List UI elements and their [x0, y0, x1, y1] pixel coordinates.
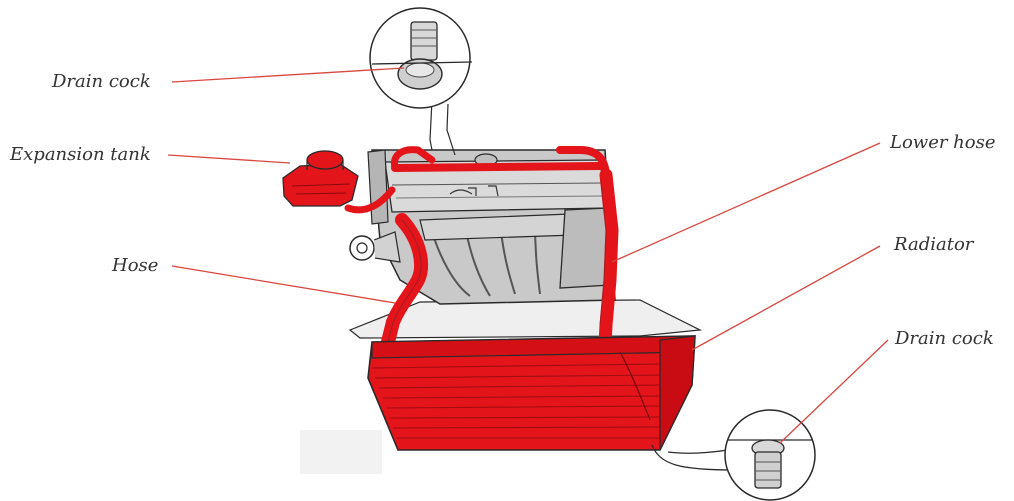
- leader-line-lower-hose: [612, 143, 880, 262]
- label-hose: Hose: [112, 257, 158, 275]
- leader-line-expansion-tank: [168, 155, 290, 163]
- label-expansion-tank: Expansion tank: [10, 146, 151, 164]
- drain-cock-magnifier-bottom: [652, 410, 815, 500]
- leader-line-hose: [172, 266, 395, 303]
- radiator-core: [368, 336, 695, 450]
- label-drain-cock-bottom: Drain cock: [895, 330, 994, 348]
- leader-line-drain-cock-top: [172, 68, 404, 82]
- scan-smudge: [300, 430, 382, 474]
- leader-line-drain-cock-bottom: [780, 340, 888, 443]
- drain-cock-magnifier-top: [370, 8, 472, 155]
- label-lower-hose: Lower hose: [890, 134, 996, 152]
- leader-line-radiator: [692, 246, 880, 350]
- expansion-tank: [283, 151, 358, 206]
- label-drain-cock-top: Drain cock: [52, 73, 151, 91]
- label-radiator: Radiator: [894, 236, 973, 254]
